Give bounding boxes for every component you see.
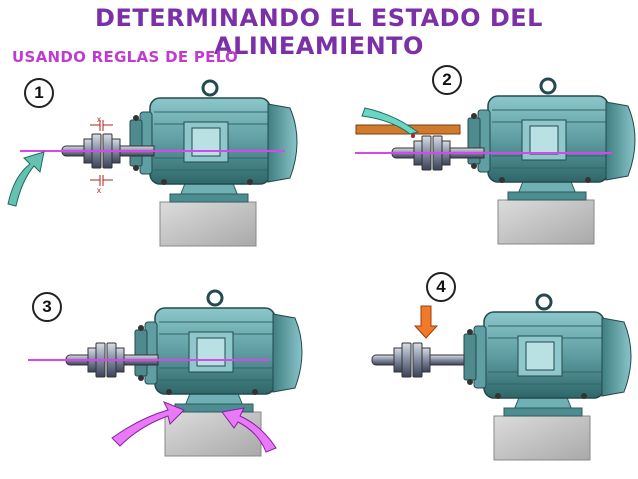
left-shim-arrow bbox=[111, 401, 185, 447]
panel-2 bbox=[355, 77, 637, 246]
page-title: Determinando el estado del alineamiento bbox=[95, 4, 543, 60]
light-direction-arrow bbox=[7, 151, 45, 207]
panel-3 bbox=[28, 289, 304, 458]
step-badge-3: 3 bbox=[32, 292, 62, 322]
panel-4 bbox=[371, 293, 633, 462]
step-badge-2: 2 bbox=[432, 65, 462, 95]
panel-1: x x bbox=[7, 79, 299, 248]
gap-measure-bottom bbox=[90, 175, 113, 186]
page-subtitle: Usando reglas de pelo bbox=[12, 48, 239, 66]
light-direction-arrow bbox=[361, 107, 420, 135]
down-force-arrow bbox=[413, 305, 439, 339]
step-badge-4: 4 bbox=[426, 272, 456, 302]
gap-measure-top bbox=[90, 120, 113, 131]
step-badge-1: 1 bbox=[24, 78, 54, 108]
gap-mark-top: x bbox=[97, 115, 101, 124]
gap-mark-bottom: x bbox=[97, 186, 101, 195]
right-shim-arrow bbox=[221, 407, 277, 453]
